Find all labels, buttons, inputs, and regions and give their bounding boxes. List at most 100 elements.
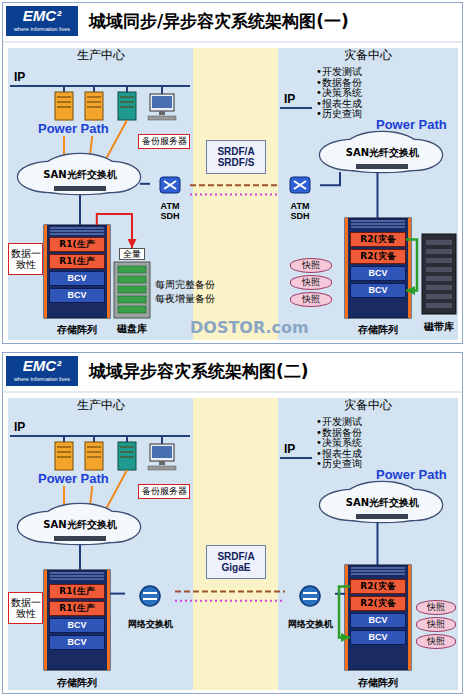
site-region-text: 灾备中心 <box>344 49 392 63</box>
storage-array-body <box>345 218 411 318</box>
software-label: Power Path <box>376 467 447 482</box>
connector <box>175 591 285 593</box>
storage-array-body <box>44 570 47 670</box>
volume-block: R2(灾备 <box>350 232 406 247</box>
network-label: IP <box>284 442 295 456</box>
tape-library-body <box>426 258 452 263</box>
snapshot-cylinder: 快照 <box>416 600 456 615</box>
function-list-item: •历史查询 <box>316 458 362 470</box>
bcv-block-text: BCV <box>368 615 387 625</box>
site-region: 生产中心备份服务器SAN光纤交换机网络交换机存储阵列R1(生产R1(生产BCVB… <box>8 398 193 690</box>
replication-box: SRDF/A GigaE <box>206 545 266 579</box>
disk-library-body <box>118 306 146 313</box>
storage-array-body <box>44 225 110 318</box>
storage-array-body <box>345 565 348 670</box>
bcv-block: BCV <box>49 271 105 286</box>
backup-note: 每周完整备份 <box>155 279 215 291</box>
network-label: IP <box>284 92 295 106</box>
disk-library-body <box>114 262 150 318</box>
consistency-box-text: 数据一致性 <box>9 597 42 620</box>
bcv-block: BCV <box>350 283 406 298</box>
site-region: 生产中心备份服务器SAN光纤交换机ATM SDH存储阵列R1(生产R1(生产BC… <box>8 48 193 340</box>
volume-block-text: R1(生产 <box>59 256 94 266</box>
volume-block-text: R1(生产 <box>59 603 94 613</box>
bcv-block: BCV <box>350 266 406 281</box>
bcv-block-text: BCV <box>368 285 387 295</box>
snapshot-cylinder-text: 快照 <box>427 619 445 629</box>
tape-library-text: 磁带库 <box>424 321 454 333</box>
software-label: Power Path <box>36 471 111 486</box>
san-switch-cloud-text: SAN光纤交换机 <box>43 169 116 181</box>
disk-library-body <box>118 276 146 283</box>
function-list-item: •决策系统 <box>316 87 362 99</box>
site-region-text: 生产中心 <box>77 49 125 63</box>
backup-note: 每夜增量备份 <box>155 293 215 305</box>
disk-library-body <box>118 266 146 313</box>
software-label: Power Path <box>36 121 111 136</box>
storage-array-body <box>50 228 104 234</box>
function-list-item: •报表生成 <box>316 448 362 460</box>
network-switch-icon <box>300 586 320 606</box>
bcv-block: BCV <box>350 613 406 628</box>
storage-array-text: 存储阵列 <box>57 677 97 689</box>
replication-box-text: SRDF/A GigaE <box>210 551 262 574</box>
diagram-panel: 城域同步/异步容灾系统架构图(一)生产中心备份服务器SAN光纤交换机ATM SD… <box>2 2 463 344</box>
connector <box>140 183 150 185</box>
atm-device-text: ATM SDH <box>288 202 312 222</box>
network-label: IP <box>14 70 25 84</box>
bcv-block: BCV <box>49 618 105 633</box>
volume-block: R1(生产 <box>49 601 105 616</box>
atm-icon <box>290 177 310 193</box>
brand-logo: EMC² <box>8 7 76 24</box>
connector <box>406 240 417 291</box>
brand-tagline: where information lives <box>6 376 78 382</box>
network-label: IP <box>14 420 25 434</box>
tape-library-body <box>426 303 452 308</box>
function-list-item: •历史查询 <box>316 108 362 120</box>
tape-library-body <box>426 285 452 290</box>
connector <box>190 193 280 195</box>
storage-array-body <box>44 570 110 670</box>
connector <box>377 522 379 565</box>
disk-library-body <box>118 266 146 273</box>
atm-icon <box>294 181 306 189</box>
storage-array-text: 存储阵列 <box>57 324 97 336</box>
panel-ground <box>2 2 463 344</box>
replication-box-text: SRDF/A SRDF/S <box>210 146 262 169</box>
function-list-item: •数据备份 <box>316 427 362 439</box>
network-switch-icon <box>140 586 320 606</box>
bcv-block: BCV <box>49 635 105 650</box>
function-list-item: •报表生成 <box>316 98 362 110</box>
snapshot-cylinder-text: 快照 <box>302 294 320 304</box>
diagram-panel-text: 城域异步容灾系统架构图(二) <box>89 362 309 382</box>
snapshot-cylinder: 快照 <box>290 292 332 307</box>
snapshot-cylinder-text: 快照 <box>302 260 320 270</box>
bcv-block-text: BCV <box>67 290 86 300</box>
panel-ground <box>2 352 463 694</box>
atm-device-text: ATM SDH <box>158 202 182 222</box>
site-region-text: 生产中心 <box>77 399 125 413</box>
volume-block-text: R1(生产 <box>59 239 94 249</box>
storage-array-body <box>44 218 411 670</box>
function-list-item: •开发测试 <box>316 66 362 78</box>
snapshot-cylinder: 快照 <box>290 275 332 290</box>
disk-library-text: 磁盘库 <box>117 323 147 335</box>
san-switch-cloud-text: SAN光纤交换机 <box>346 497 419 509</box>
san-switch-cloud: SAN光纤交换机 <box>320 484 445 522</box>
connector <box>339 587 350 638</box>
network-switch-text: 网络交换机 <box>288 619 333 629</box>
storage-array: 存储阵列R1(生产R1(生产BCVBCV <box>44 570 110 688</box>
tape-library-body <box>426 240 452 245</box>
brand-tagline: where information lives <box>6 26 78 32</box>
snapshot-cylinder-text: 快照 <box>302 277 320 287</box>
connector <box>320 172 340 185</box>
san-switch-cloud-text: SAN光纤交换机 <box>43 519 116 531</box>
diagram-panel-text: 城域同步/异步容灾系统架构图(一) <box>89 12 349 32</box>
volume-block-text: R2(灾备 <box>360 598 395 608</box>
diagram-panel: 城域异步容灾系统架构图(二)生产中心备份服务器SAN光纤交换机网络交换机存储阵列… <box>2 352 463 694</box>
software-label: Power Path <box>376 117 447 132</box>
connector <box>79 545 81 570</box>
atm-icon <box>164 181 176 189</box>
volume-block: R2(灾备 <box>350 249 406 264</box>
